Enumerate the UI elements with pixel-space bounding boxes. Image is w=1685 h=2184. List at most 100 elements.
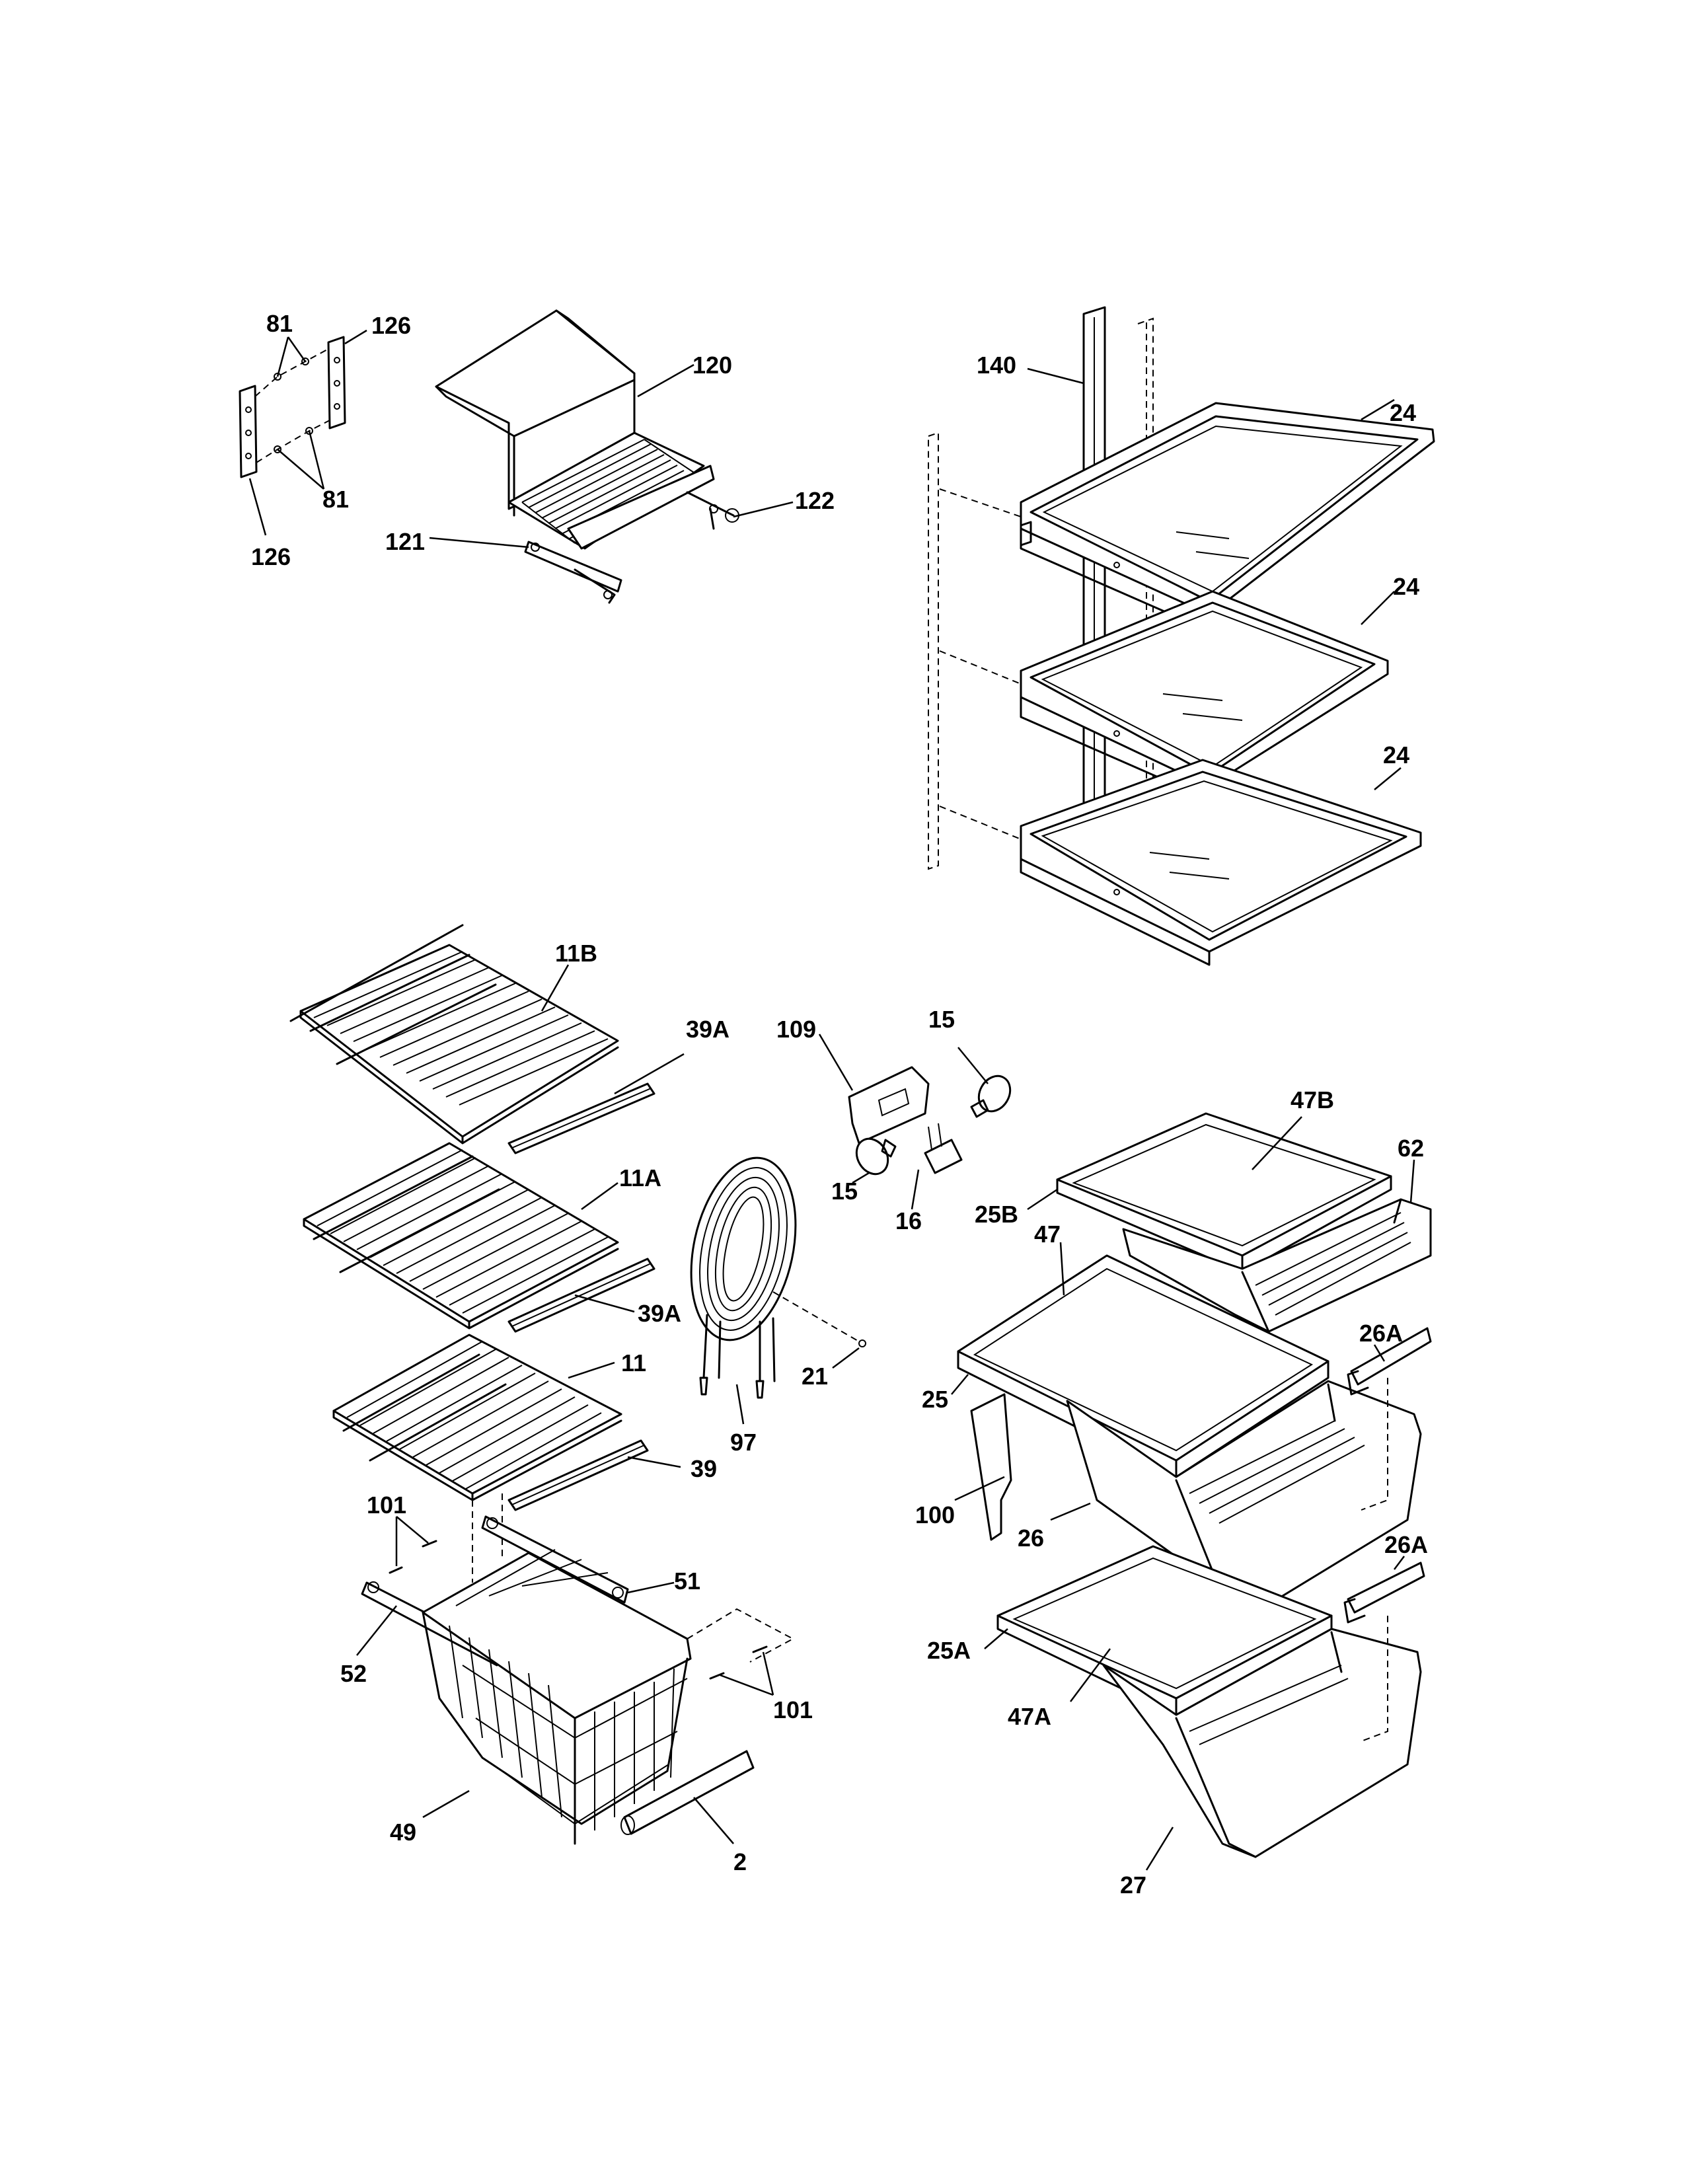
leader-24-mid [1361,591,1395,625]
crisper-cover-47b [1056,1112,1392,1273]
label-25b: 25B [975,1201,1018,1228]
label-47a: 47A [1008,1703,1051,1730]
label-101-upper: 101 [367,1491,406,1519]
label-52: 52 [340,1660,367,1687]
screw-81-pair-upper [254,336,329,397]
screw-81-pair-lower [256,420,330,490]
leader-2 [693,1797,734,1844]
leader-25b [1027,1188,1058,1211]
light-socket-16 [924,1123,963,1174]
leader-39a-upper [614,1053,685,1095]
glass-shelf-24-top [939,402,1435,632]
heater-coil-97 [690,1156,797,1399]
wire-shelf-11 [332,1334,622,1501]
drawer-slide-26a-upper [1347,1327,1432,1396]
label-81-lower: 81 [322,486,349,513]
leader-120 [637,363,694,398]
leader-26 [1050,1502,1091,1521]
label-47b: 47B [1291,1086,1334,1113]
dashed-guide-basket [472,1493,503,1583]
shelf-assembly-120 [435,309,739,550]
label-24-middle: 24 [1393,573,1419,600]
leader-100 [954,1476,1005,1501]
leader-109 [818,1034,854,1091]
leader-121 [429,537,529,548]
label-11b: 11B [555,940,597,967]
label-101-lower: 101 [773,1696,813,1723]
bracket-126-lower [239,385,258,478]
dashed-guide-21 [772,1291,860,1342]
leader-15-upper [957,1047,989,1084]
label-11a: 11A [619,1164,661,1191]
label-27: 27 [1120,1871,1146,1899]
crisper-drawer-27 [1102,1628,1422,1858]
trim-2 [620,1750,755,1835]
leader-52 [356,1605,397,1656]
label-39a-upper: 39A [686,1016,730,1043]
leader-24-top [1361,398,1395,421]
label-121: 121 [385,528,425,555]
leader-140 [1027,367,1084,385]
leader-47 [1059,1242,1065,1296]
label-15-upper: 15 [928,1006,955,1033]
glass-shelf-24-bottom [939,759,1422,966]
label-26a-upper: 26A [1359,1320,1403,1347]
label-49: 49 [390,1819,416,1846]
seal-100 [970,1393,1012,1541]
leader-27 [1145,1826,1174,1871]
basket-slide-51 [481,1515,629,1604]
screw-21 [858,1339,866,1347]
wire-shelf-11b [289,924,619,1145]
trim-39a-lower [507,1258,655,1333]
label-47: 47 [1034,1221,1061,1248]
label-15-lower: 15 [831,1178,858,1205]
leader-39 [627,1456,681,1468]
label-24-bottom: 24 [1383,741,1409,769]
dashed-guide-26a-upper [1361,1378,1388,1511]
label-39a-lower: 39A [638,1300,681,1327]
label-25: 25 [922,1386,948,1413]
crisper-cover-47a [996,1545,1333,1716]
leader-47a [1070,1648,1111,1702]
leader-21 [832,1347,860,1369]
leader-126-upper [344,329,367,345]
label-21: 21 [802,1363,828,1390]
screws-101-lower [687,1608,795,1696]
leader-25a [984,1628,1008,1649]
crisper-drawer-62 [1122,1198,1432,1333]
leader-26a-upper [1373,1344,1386,1362]
label-126-lower: 126 [251,543,291,570]
label-97: 97 [730,1429,757,1456]
leader-26a-lower [1394,1556,1405,1570]
wire-basket-49 [422,1549,692,1845]
label-122: 122 [795,487,835,514]
label-51: 51 [674,1567,700,1595]
label-11: 11 [621,1349,646,1376]
leader-126-lower [248,478,267,536]
label-126-upper: 126 [371,312,411,339]
label-25a: 25A [927,1637,971,1664]
leader-11a [581,1182,618,1211]
label-62: 62 [1398,1135,1424,1162]
label-39: 39 [691,1455,717,1482]
leader-25 [951,1374,969,1395]
label-100: 100 [915,1501,955,1528]
leader-97 [735,1384,745,1425]
trim-39a-upper [507,1082,655,1154]
leader-51 [627,1581,675,1594]
dashed-guide-26a-lower [1361,1616,1388,1742]
bracket-126-upper [327,336,346,430]
label-120: 120 [693,352,732,379]
leader-11b [541,964,570,1012]
label-109: 109 [776,1016,816,1043]
leader-49 [422,1789,470,1819]
label-140: 140 [977,352,1016,379]
shelf-rail-left-dashed [928,432,939,870]
light-shield-109 [848,1066,930,1145]
wire-shelf-11a [303,1142,619,1330]
leader-47b [1252,1116,1302,1170]
wire-grid-120 [521,439,694,544]
light-bulb-15-lower [855,1137,897,1176]
label-24-top: 24 [1390,399,1416,426]
